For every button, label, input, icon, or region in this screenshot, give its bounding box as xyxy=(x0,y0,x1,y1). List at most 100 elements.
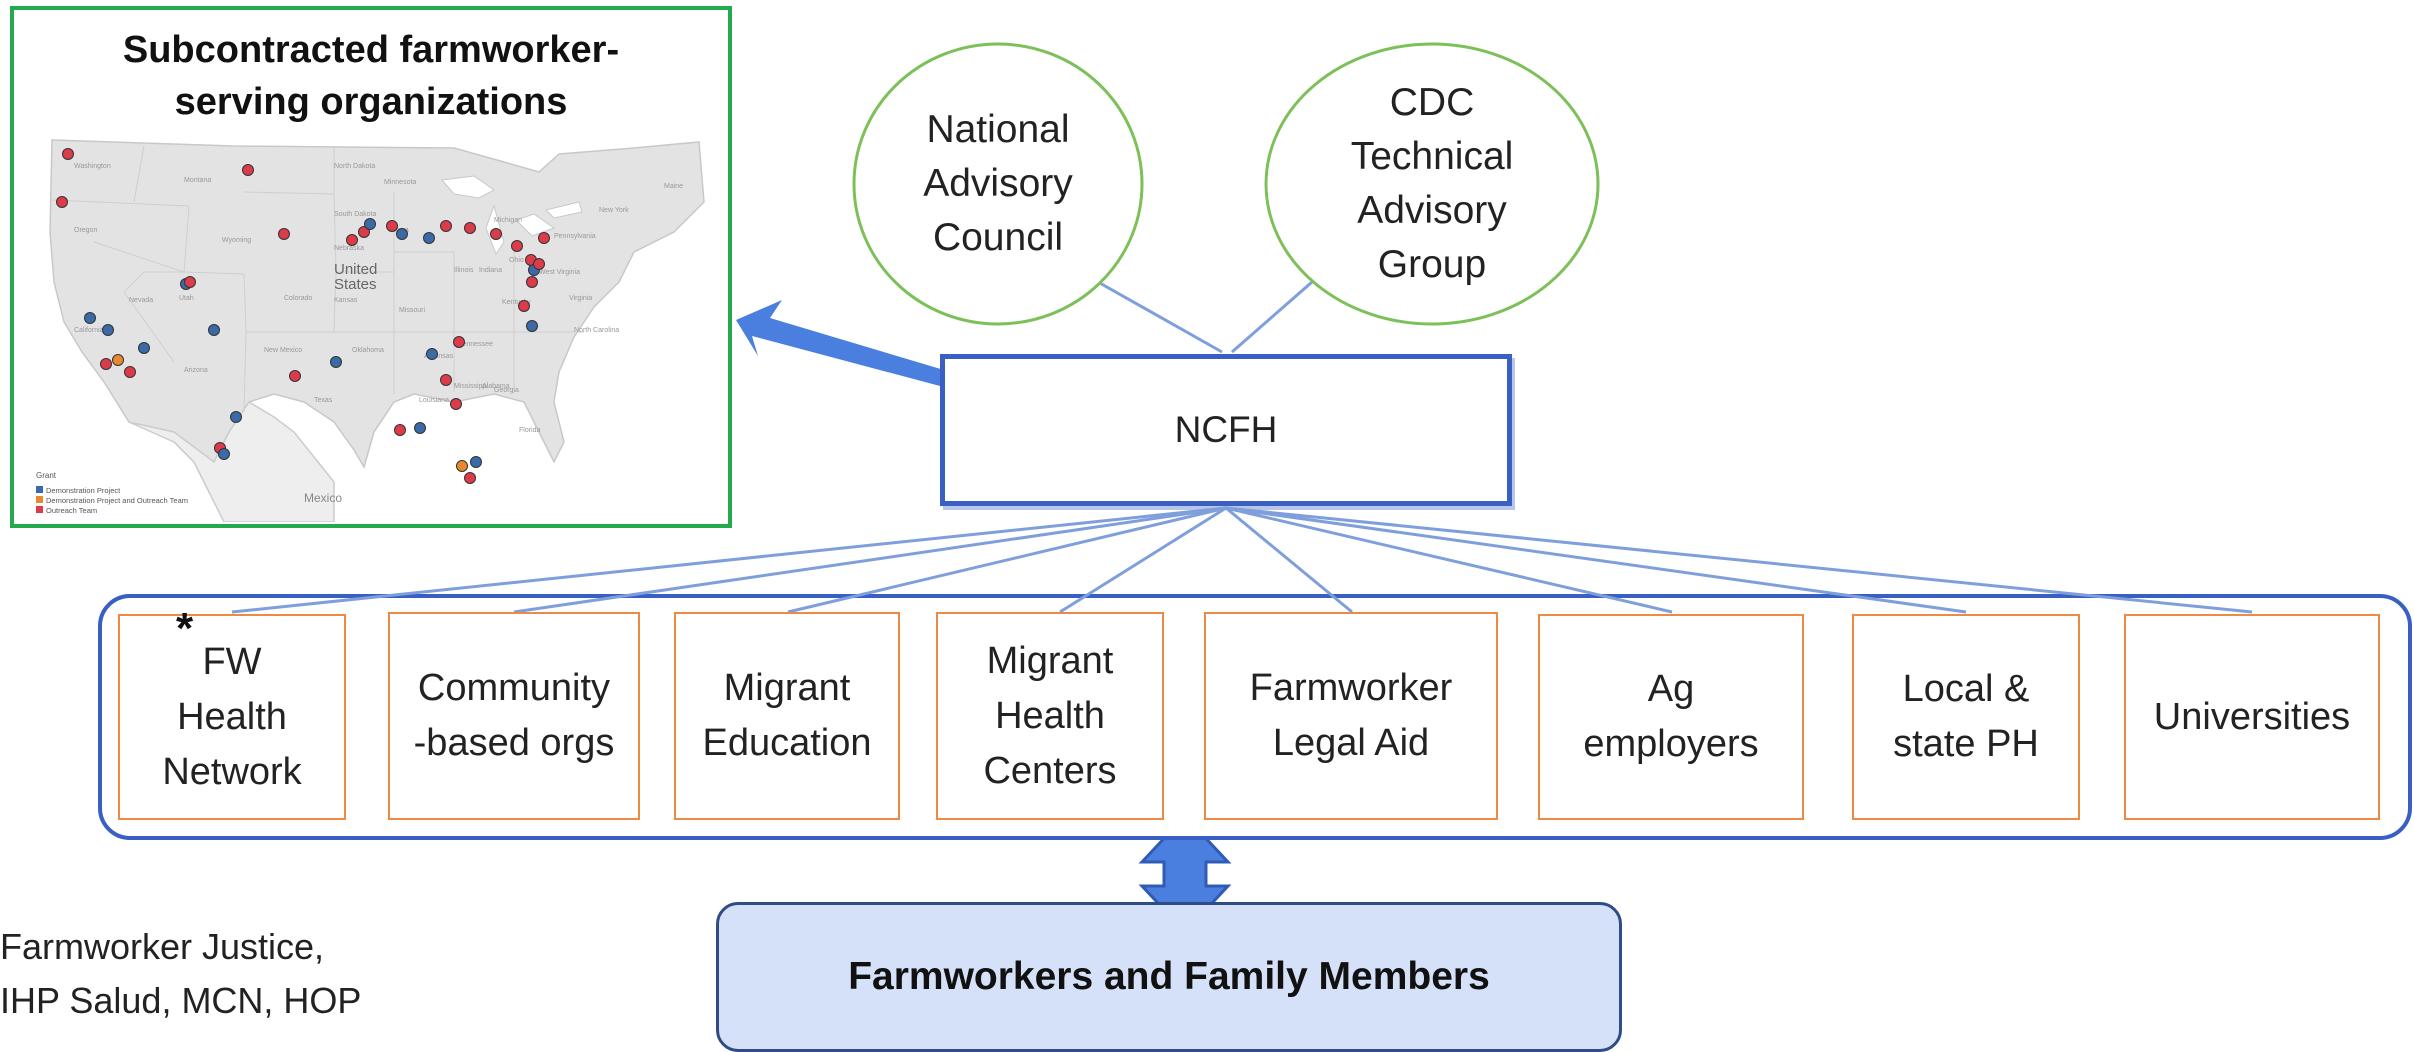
map-marker xyxy=(440,220,452,232)
map-marker xyxy=(456,460,468,472)
map-state-label: Montana xyxy=(184,177,211,184)
map-state-label: Kansas xyxy=(334,297,358,304)
map-marker xyxy=(124,366,136,378)
map-marker xyxy=(218,448,230,460)
fanout-lines xyxy=(231,506,2253,614)
map-state-label: Michigan xyxy=(494,217,522,224)
national-advisory-council-label: National Advisory Council xyxy=(923,108,1073,259)
map-state-label: West Virginia xyxy=(539,269,580,276)
connector-ncfh-to-partner xyxy=(1059,506,1227,614)
partner-ag-employers: Ag employers xyxy=(1538,614,1804,820)
map-state-label: New Mexico xyxy=(264,347,302,354)
map-marker xyxy=(84,312,96,324)
connector-cdc-to-ncfh xyxy=(1231,280,1313,354)
advisory-ellipses xyxy=(852,42,1600,326)
map-title: Subcontracted farmworker- serving organi… xyxy=(122,29,620,123)
map-state-label: Nebraska xyxy=(334,245,364,252)
partner-migrant-education: Migrant Education xyxy=(674,612,900,820)
map-state-label: Oklahoma xyxy=(352,347,384,354)
map-state-label: Utah xyxy=(179,295,194,302)
connector-ncfh-to-partner xyxy=(1225,506,2253,614)
partner-local-state-ph: Local & state PH xyxy=(1852,614,2080,820)
connector-ncfh-to-partner xyxy=(231,506,1227,614)
connector-ncfh-to-partner xyxy=(1225,506,1353,614)
map-marker xyxy=(102,324,114,336)
map-state-label: Arkansas xyxy=(424,353,454,360)
partner-migrant-health-centers: Migrant Health Centers xyxy=(936,612,1164,820)
map-country-label-line1: United xyxy=(334,261,377,278)
map-state-label: Louisiana xyxy=(419,397,449,404)
map-marker xyxy=(358,226,370,238)
connector-national-to-ncfh xyxy=(1097,280,1223,354)
map-marker xyxy=(330,356,342,368)
partner-fw-health-network: FW Health Network xyxy=(118,614,346,820)
map-marker xyxy=(518,300,530,312)
map-marker xyxy=(426,348,438,360)
map-marker xyxy=(278,228,290,240)
farmworkers-label: Farmworkers and Family Members xyxy=(848,955,1490,998)
map-state-label: Nevada xyxy=(129,297,153,304)
map-legend-title: Grant xyxy=(36,471,57,480)
map-state-label: Pennsylvania xyxy=(554,233,596,240)
partner-farmworker-legal-aid: Farmworker Legal Aid xyxy=(1204,612,1498,820)
legend-swatch xyxy=(36,496,43,503)
map-state-label: Missouri xyxy=(399,307,426,314)
map-state-label: South Dakota xyxy=(334,211,377,218)
legend-swatch xyxy=(36,506,43,513)
legend-label: Outreach Team xyxy=(46,506,97,515)
map-state-label: Georgia xyxy=(494,387,519,394)
map-marker xyxy=(100,358,112,370)
great-lakes xyxy=(441,175,583,256)
map-marker xyxy=(470,456,482,468)
map-state-label: Wyoming xyxy=(222,237,251,244)
map-state-label: Texas xyxy=(314,397,333,404)
map-state-label: Florida xyxy=(519,427,541,434)
map-state-label: Arizona xyxy=(184,367,208,374)
farmworkers-box: Farmworkers and Family Members xyxy=(716,902,1622,1052)
connector-ncfh-to-partner xyxy=(787,506,1227,614)
state-borders xyxy=(51,145,584,413)
cdc-advisory-group-label: CDC Technical Advisory Group xyxy=(1350,81,1514,286)
connector-ncfh-to-partner xyxy=(1225,506,1673,614)
map-state-label: Maine xyxy=(664,183,683,190)
map-marker xyxy=(533,258,545,270)
us-map: United States Mexico WashingtonMontanaNo… xyxy=(36,139,705,522)
connector-ncfh-to-partner xyxy=(513,506,1227,614)
map-state-label: Alabama xyxy=(482,383,510,390)
connector-lines xyxy=(1097,280,1313,354)
map-state-label: Ohio xyxy=(509,257,524,264)
map-state-label: North Dakota xyxy=(334,163,375,170)
map-marker xyxy=(414,422,426,434)
map-panel: Subcontracted farmworker- serving organi… xyxy=(10,6,732,528)
map-country-label-line2: States xyxy=(334,276,377,293)
footnote-text: Farmworker Justice, IHP Salud, MCN, HOP xyxy=(0,926,362,1021)
ncfh-box: NCFH xyxy=(940,354,1512,506)
map-marker xyxy=(208,324,220,336)
map-marker xyxy=(453,336,465,348)
map-state-label: Virginia xyxy=(569,295,592,302)
map-marker xyxy=(138,342,150,354)
map-marker xyxy=(230,411,242,423)
map-marker xyxy=(364,218,376,230)
legend-label: Demonstration Project and Outreach Team xyxy=(46,496,188,505)
partner-universities: Universities xyxy=(2124,614,2380,820)
map-marker xyxy=(396,228,408,240)
map-marker xyxy=(56,196,68,208)
map-marker xyxy=(526,320,538,332)
map-marker xyxy=(511,240,523,252)
map-marker xyxy=(526,276,538,288)
connector-ncfh-to-partner xyxy=(1225,506,1967,614)
national-advisory-council-ellipse xyxy=(852,42,1144,326)
cdc-advisory-group-ellipse xyxy=(1264,42,1600,326)
partner-community-based-orgs: Community -based orgs xyxy=(388,612,640,820)
map-marker xyxy=(184,276,196,288)
map-state-label: Illinois xyxy=(454,267,474,274)
map-state-label: Tennessee xyxy=(459,341,493,348)
map-marker xyxy=(464,472,476,484)
map-marker xyxy=(538,232,550,244)
legend-swatch xyxy=(36,486,43,493)
map-marker xyxy=(112,354,124,366)
